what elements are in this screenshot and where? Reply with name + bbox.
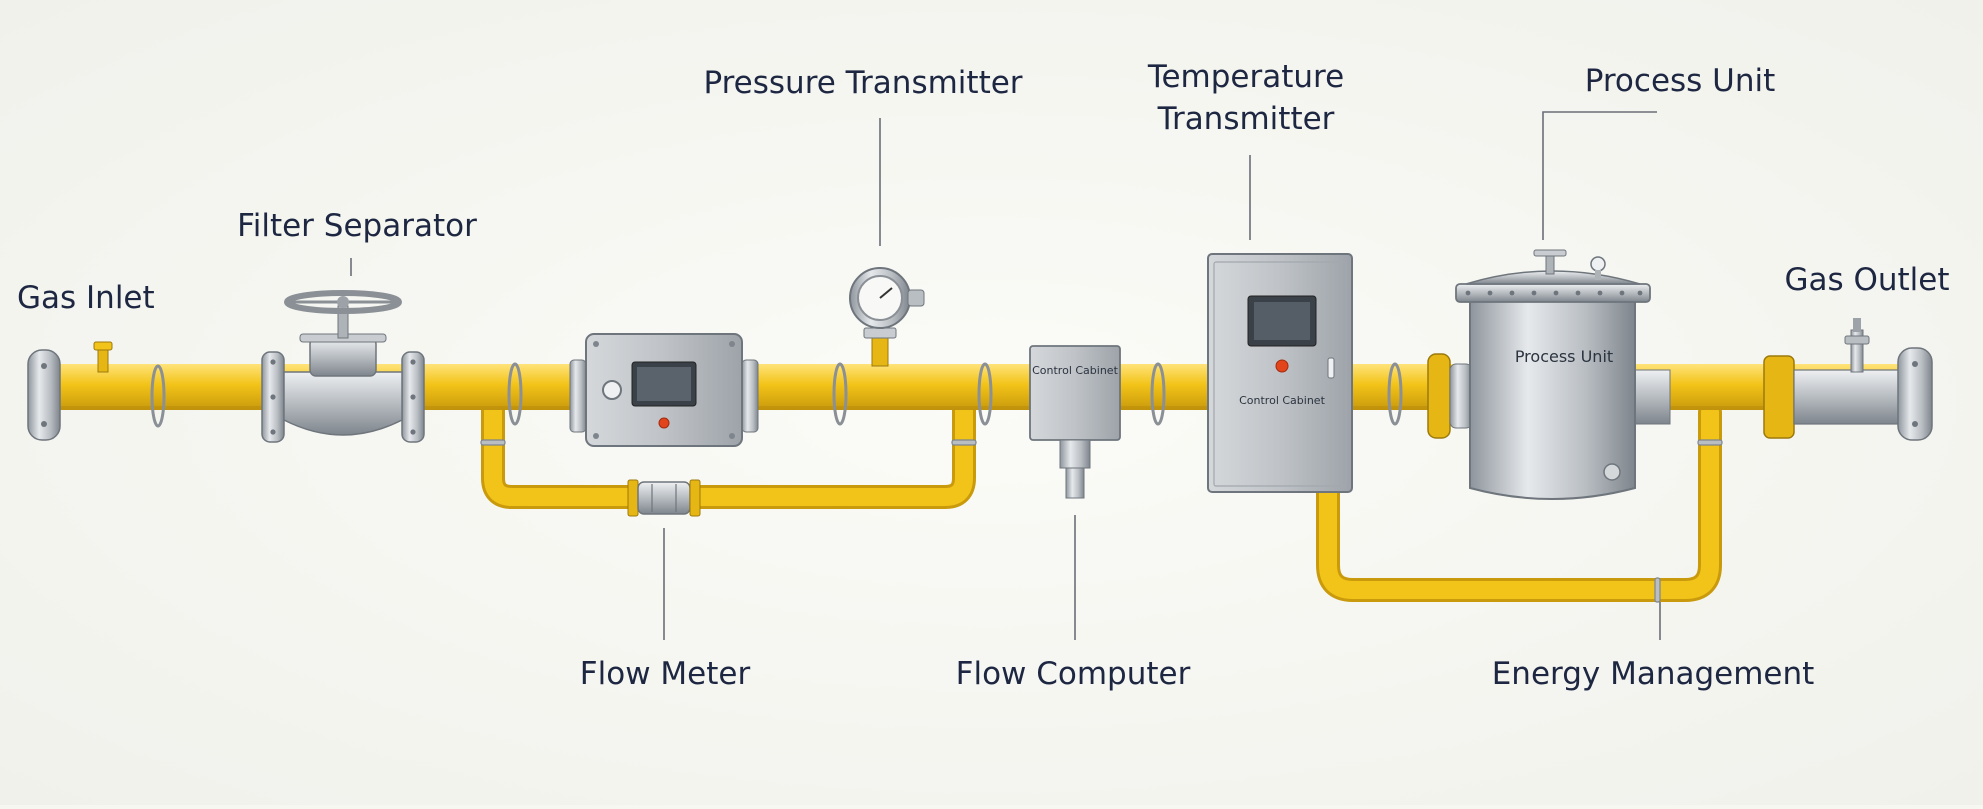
outlet-vent-ring (1844, 335, 1870, 345)
energy-return-pipe (1319, 403, 1719, 599)
clamp (1150, 362, 1166, 426)
label-pressure-transmitter: Pressure Transmitter (703, 65, 1022, 101)
flow-computer: Control Cabinet (1029, 345, 1121, 499)
process-unit-top-cap (1533, 249, 1567, 257)
flow-computer-box-label: Control Cabinet (1032, 364, 1118, 377)
clamp (150, 364, 166, 428)
pressure-transmitter-nut (863, 327, 897, 339)
process-unit-inlet-flange (1427, 353, 1451, 439)
bypass-pipes (481, 373, 1722, 602)
control-cabinet-door (1213, 261, 1347, 487)
leader-process-unit (1542, 111, 1657, 240)
clamp (1697, 439, 1723, 446)
bolt (41, 363, 47, 369)
label-filter-separator: Filter Separator (237, 208, 477, 244)
label-flow-meter: Flow Meter (580, 656, 751, 692)
clamp (480, 439, 506, 446)
pressure-gauge-needle (879, 287, 893, 299)
bolt (1912, 421, 1918, 427)
pressure-transmitter-stem (871, 333, 889, 367)
leader-lines (350, 111, 1661, 640)
flow-meter (627, 479, 701, 517)
outlet-steel-pipe (1793, 369, 1905, 425)
outlet-yellow-flange (1763, 355, 1795, 439)
gas-outlet-section (1763, 318, 1933, 441)
bolt (41, 421, 47, 427)
label-flow-computer: Flow Computer (956, 656, 1191, 692)
filter-separator-bonnet (309, 337, 377, 377)
process-unit-vessel-label: Process Unit (1515, 347, 1613, 366)
clamp (1387, 362, 1403, 426)
inlet-vent-cap (93, 341, 113, 351)
flow-computer-mount (1059, 439, 1091, 469)
main-pipe-shade (40, 406, 1910, 410)
junction-box-indicator-light (658, 417, 670, 429)
junction-box-gauge (602, 380, 622, 400)
diagram-labels: Gas Inlet Filter Separator Pressure Tran… (17, 59, 1950, 692)
label-temperature-transmitter-line1: Temperature (1147, 59, 1344, 95)
inlet-vent-nozzle (97, 347, 109, 373)
junction-box-flange-right (741, 359, 759, 433)
control-cabinet-handle (1327, 357, 1335, 379)
pressure-transmitter-side-port (907, 289, 925, 307)
control-cabinet-label: Control Cabinet (1239, 394, 1325, 407)
pressure-transmitter (849, 267, 925, 367)
flow-meter-body (637, 481, 691, 515)
clamp (832, 362, 848, 426)
process-unit-gauge-stem (1595, 270, 1601, 280)
filter-separator (261, 290, 425, 443)
process-unit-flange-bolts (1465, 290, 1643, 296)
flow-meter-bypass-pipe (484, 376, 973, 506)
process-unit-inlet-nozzle (1449, 363, 1473, 429)
process-unit-head (1465, 270, 1641, 285)
label-gas-inlet: Gas Inlet (17, 280, 155, 316)
inlet-flange (27, 349, 61, 441)
meter-junction-box (569, 333, 759, 447)
process-unit-top-nozzle (1545, 253, 1555, 275)
bolt (1912, 361, 1918, 367)
flow-meter-flange-right (689, 479, 701, 517)
filter-separator-bolts (270, 359, 416, 435)
label-energy-management: Energy Management (1492, 656, 1815, 692)
clamp (1654, 577, 1661, 603)
bypass-clamps (480, 439, 1723, 603)
junction-box-flange-left (569, 359, 587, 433)
clamp (951, 439, 977, 446)
process-unit-gauge (1590, 256, 1606, 272)
flow-computer-box (1029, 345, 1121, 441)
control-cabinet: Control Cabinet (1207, 253, 1353, 493)
filter-separator-handwheel (284, 290, 402, 314)
label-process-unit: Process Unit (1585, 63, 1776, 99)
flow-meter-flange-left (627, 479, 639, 517)
filter-separator-body (283, 371, 403, 436)
process-unit-drain-valve (1603, 463, 1621, 481)
control-cabinet-screen-glass (1254, 302, 1310, 340)
outlet-flange (1897, 347, 1933, 441)
clamp (977, 362, 993, 426)
process-unit-shell (1469, 299, 1636, 500)
main-pipe-clamps (150, 362, 1403, 428)
outlet-vent-tip (1853, 318, 1861, 332)
gas-inlet-flange (27, 341, 113, 441)
junction-box-screen-glass (637, 367, 691, 401)
process-unit-vessel: Process Unit (1427, 249, 1671, 500)
control-cabinet-indicator-light (1275, 359, 1289, 373)
process-unit-outlet-nozzle (1629, 369, 1671, 425)
label-gas-outlet: Gas Outlet (1784, 262, 1949, 298)
filter-separator-hub (337, 296, 349, 308)
clamp (507, 362, 523, 426)
label-temperature-transmitter-line2: Transmitter (1157, 101, 1335, 137)
flow-computer-stand (1065, 467, 1085, 499)
